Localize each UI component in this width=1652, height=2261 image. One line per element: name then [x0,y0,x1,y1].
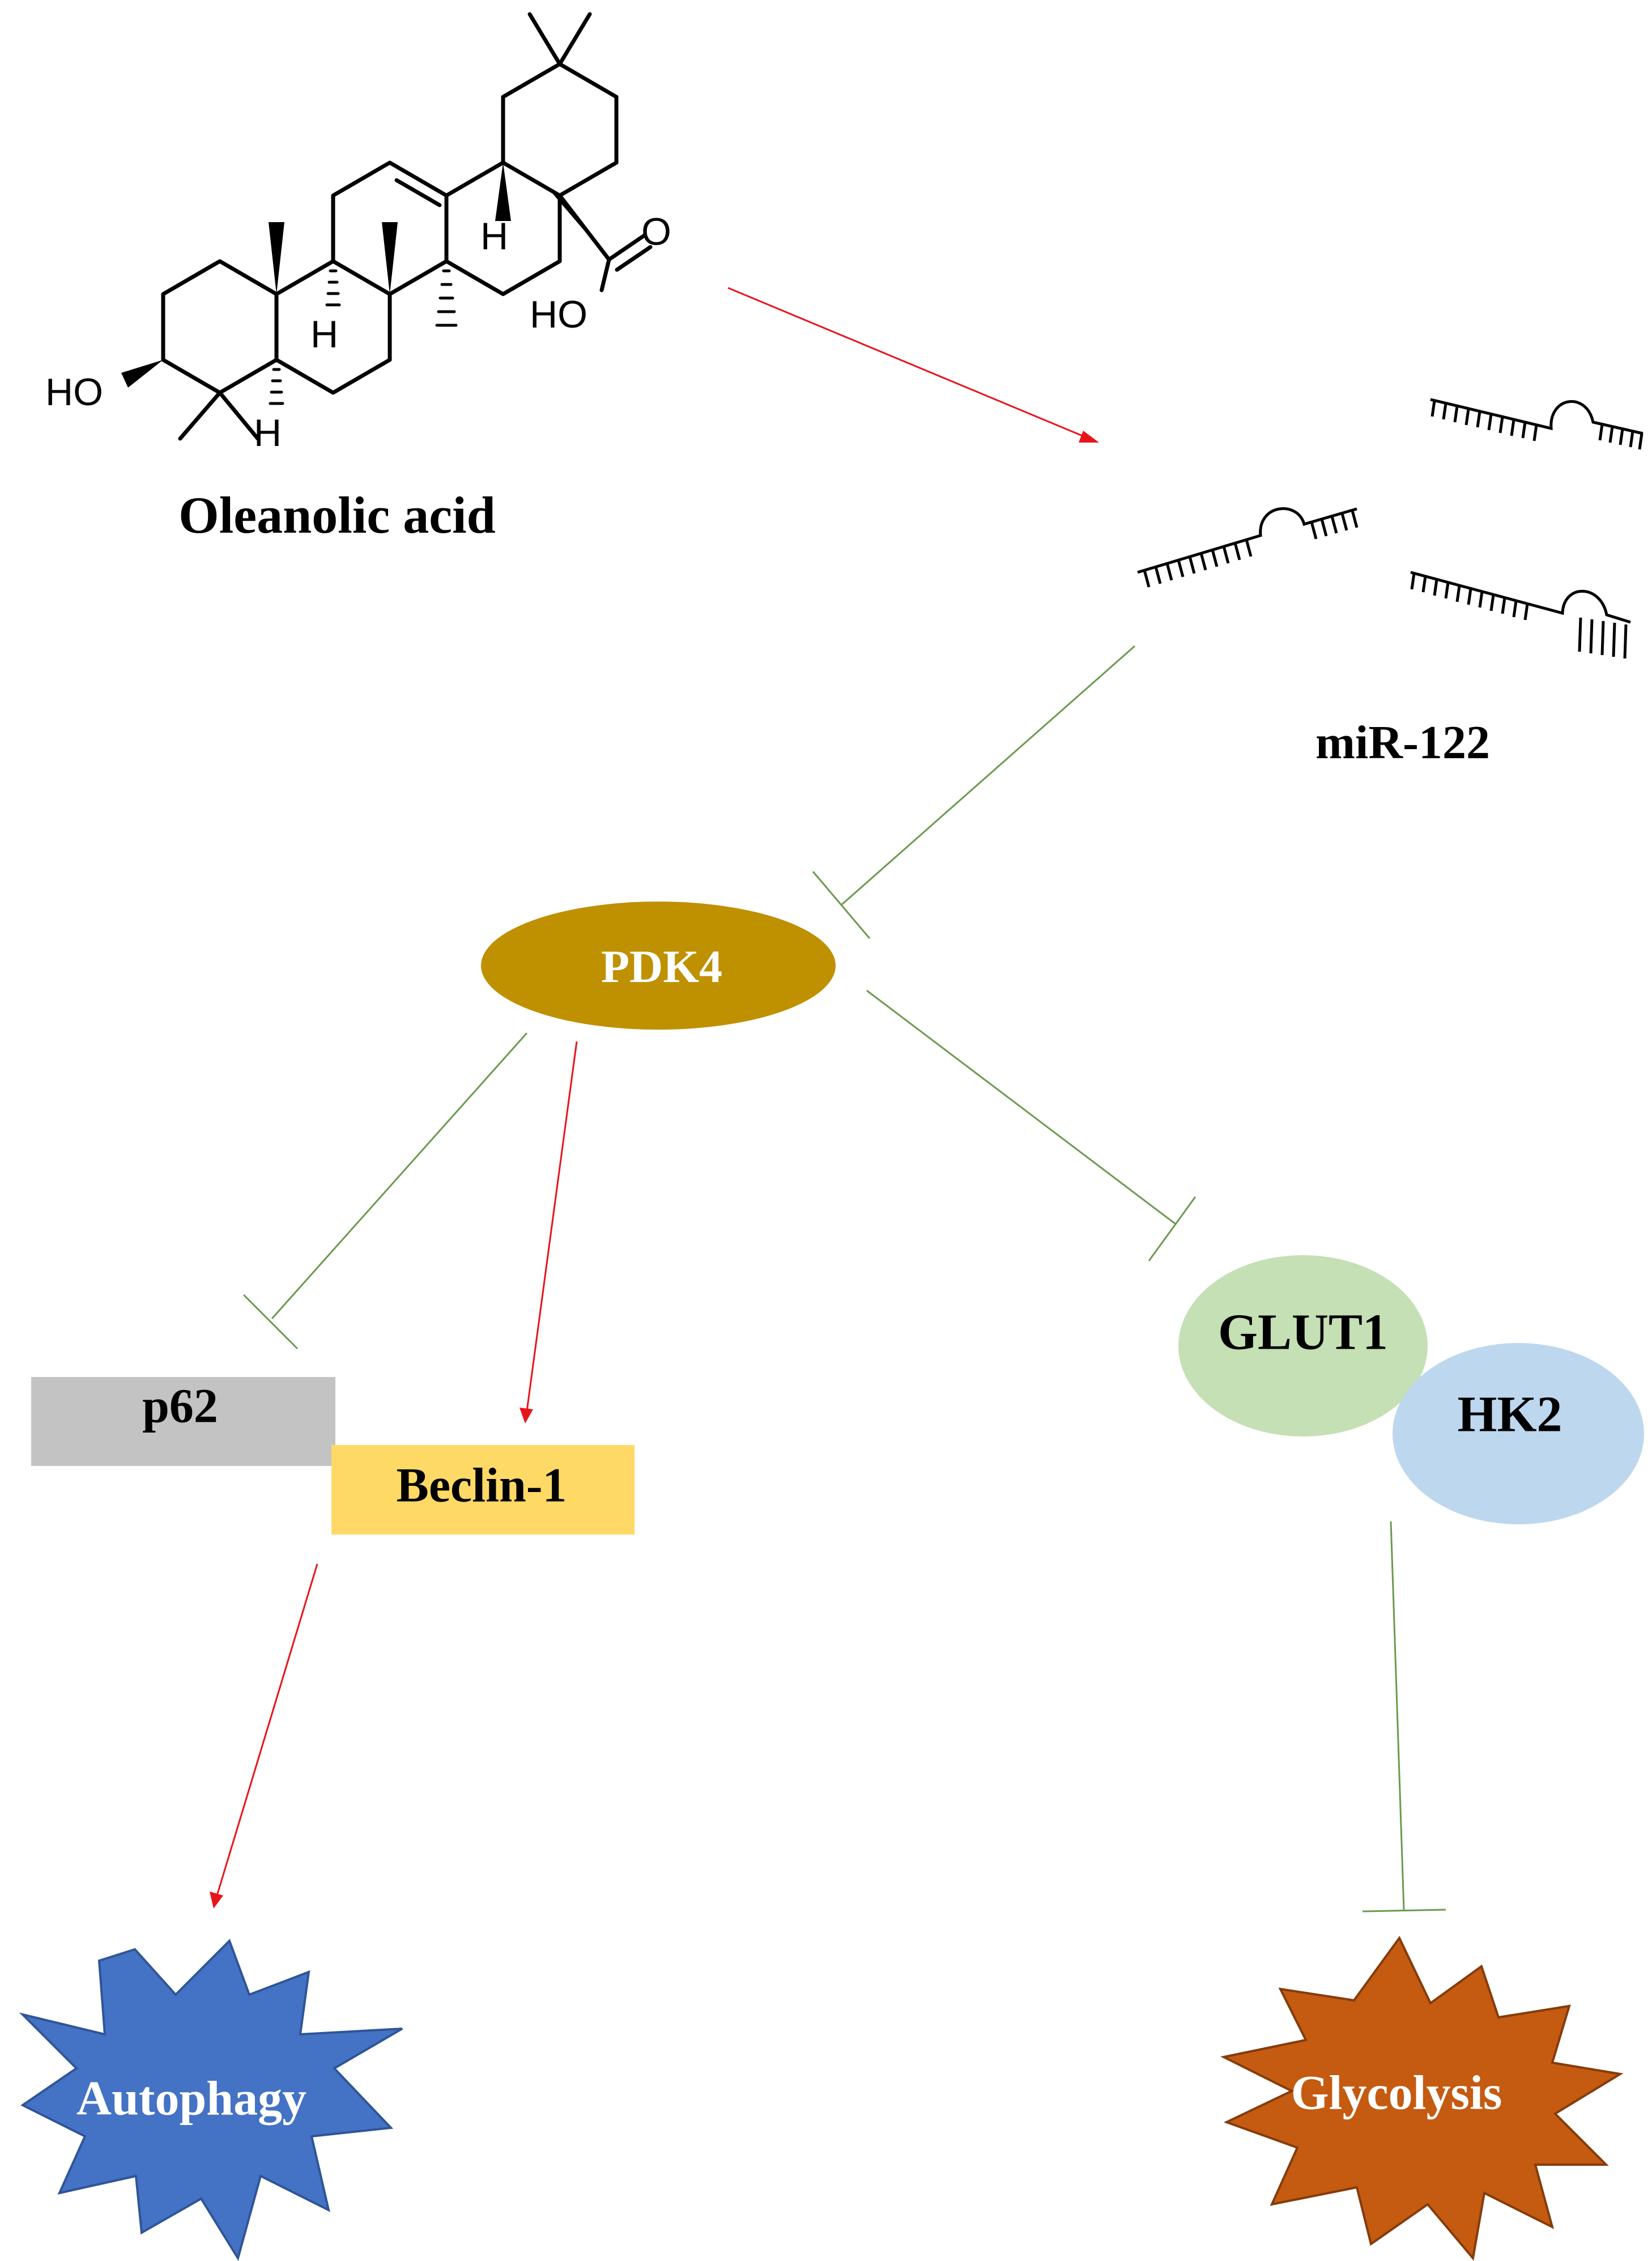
glut1-ellipse [1178,1255,1428,1436]
atom-label-h-c18: H [480,215,508,258]
hashed-h-bond-c9 [325,269,341,307]
arrow-oa-to-mir122 [727,287,1088,439]
mirna-hairpin [1137,507,1359,588]
ring-b-bonds [274,259,392,395]
glycolysis-label: Glycolysis [1291,2066,1502,2120]
pdk4-label: PDK4 [601,941,722,992]
node-glycolysis: Glycolysis [1220,1936,1624,2261]
inhibit-pdk4-to-glut1 [866,989,1176,1225]
connectors [210,287,1446,1912]
node-p62: p62 [31,1377,335,1466]
ring-a-bonds [161,259,279,395]
inhibition-bar [242,1294,299,1350]
arrowhead [210,1892,223,1909]
pdk4-ellipse [481,902,836,1030]
node-pdk4: PDK4 [481,902,836,1030]
inhibit-hk2-to-glycolysis [1390,1521,1405,1910]
autophagy-label: Autophagy [76,2071,306,2126]
glycolysis-starburst [1220,1936,1624,2261]
ring-c-bonds [331,160,449,296]
beclin-box [331,1445,635,1535]
carbonyl-bond [607,233,647,262]
arrow-pdk4-to-beclin [526,1041,578,1412]
atom-label-h-c5: H [254,411,282,454]
node-beclin-1: Beclin-1 [331,1445,635,1535]
hashed-methyl-bond [435,269,458,327]
arrowhead [520,1408,533,1423]
hk2-label: HK2 [1457,1387,1562,1443]
arrowhead [1079,431,1099,443]
hashed-h-bond-c5 [269,368,284,405]
mirna-hairpin [1430,398,1644,450]
compound-name: Oleanolic acid [178,486,496,544]
inhibition-bar [812,871,871,939]
node-hk2: HK2 [1393,1343,1644,1524]
atom-label-h-c9: H [310,313,338,356]
arrow-beclin-to-autophagy [216,1563,318,1896]
inhibit-pdk4-to-p62 [271,1032,528,1319]
mirna-hairpins [1137,398,1644,659]
p62-box [31,1377,335,1466]
glut1-label: GLUT1 [1218,1304,1388,1361]
mirna-hairpin [1410,571,1631,659]
beclin-label: Beclin-1 [397,1458,567,1512]
wedge-bonds [121,163,609,388]
p62-label: p62 [142,1379,218,1433]
autophagy-starburst [19,1939,403,2261]
atom-label-ho: HO [45,371,103,414]
ring-e-bonds [501,62,619,198]
atom-label-o: O [641,210,671,253]
inhibition-bar [1362,1909,1446,1912]
node-autophagy: Autophagy [19,1939,403,2261]
double-bond [394,178,442,207]
ring-d-bonds [444,160,562,296]
mirna-label: miR-122 [1315,716,1490,769]
atom-label-acid-ho: HO [530,293,587,336]
inhibit-mir122-to-pdk4 [841,645,1135,906]
oleanolic-acid-structure [161,12,653,441]
hk2-ellipse [1393,1343,1644,1524]
node-glut1: GLUT1 [1178,1255,1428,1436]
inhibition-bar [1148,1196,1197,1261]
